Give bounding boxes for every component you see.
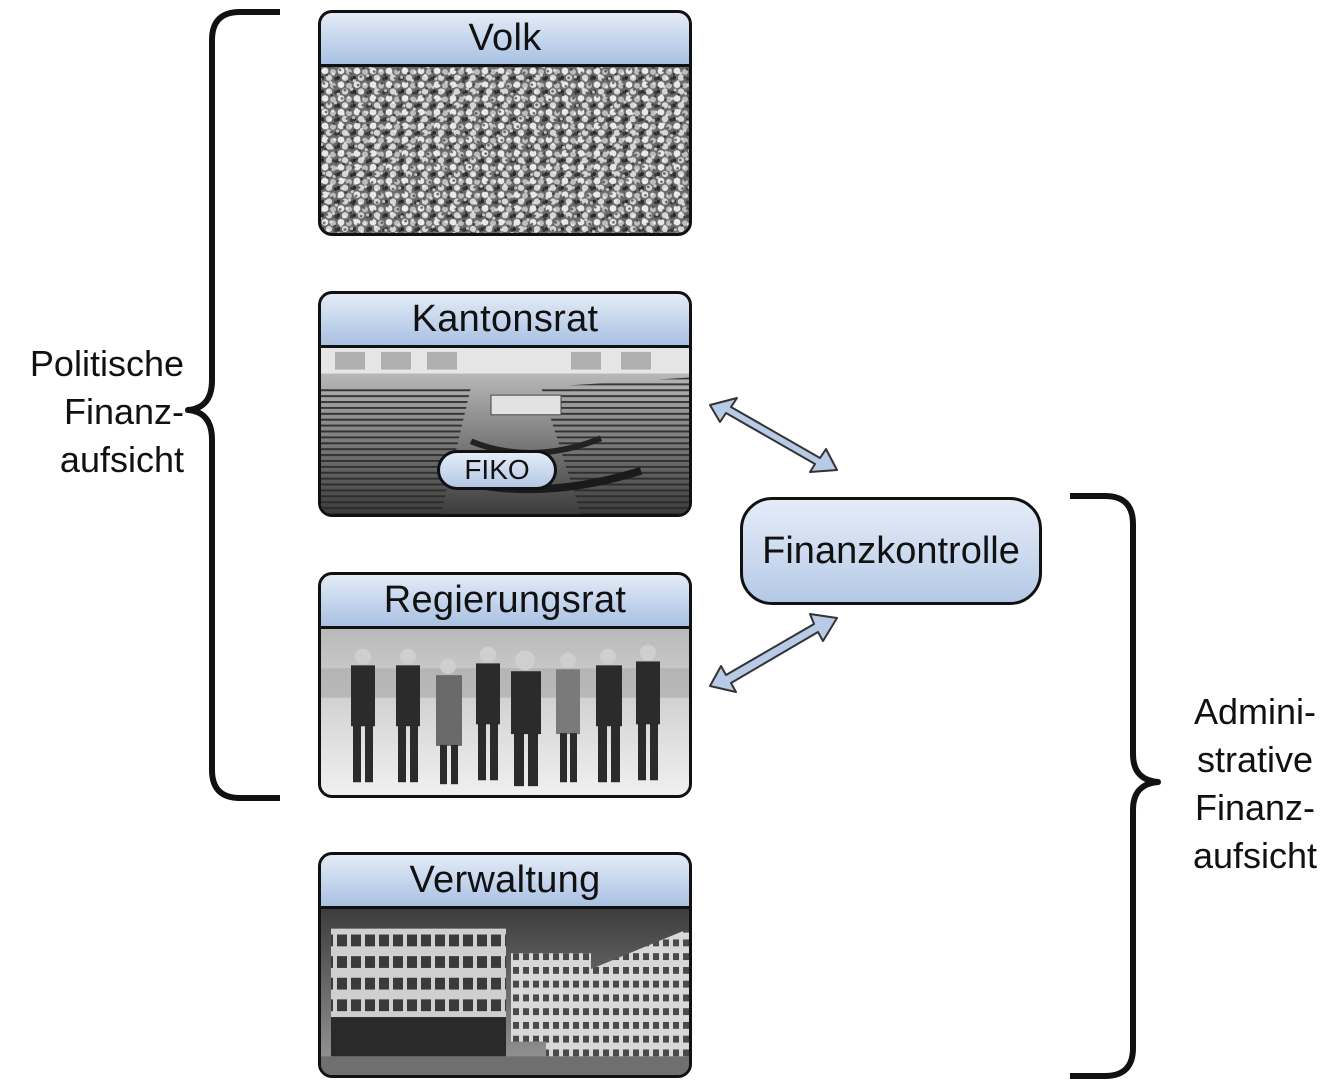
parliament-chamber-photo: FIKO <box>321 348 689 514</box>
regierungsrat-title: Regierungsrat <box>321 575 689 629</box>
administrative-oversight-line-1: Admini- <box>1193 691 1317 732</box>
fiko-badge: FIKO <box>437 450 557 490</box>
finanzkontrolle-box: Finanzkontrolle <box>740 497 1042 605</box>
verwaltung-card: Verwaltung <box>318 852 692 1078</box>
political-oversight-line-3: aufsicht <box>59 439 184 480</box>
political-oversight-line-2: Finanz- <box>63 391 184 432</box>
kantonsrat-title: Kantonsrat <box>321 294 689 348</box>
administrative-oversight-label: Admini- strative Finanz- aufsicht <box>1180 688 1330 880</box>
left-brace <box>185 9 280 801</box>
political-oversight-label: Politische Finanz- aufsicht <box>12 340 184 484</box>
right-brace <box>1070 493 1161 1079</box>
crowd-photo <box>321 67 689 233</box>
political-oversight-line-1: Politische <box>29 343 184 384</box>
volk-card: Volk <box>318 10 692 236</box>
government-group-photo <box>321 629 689 795</box>
administrative-oversight-line-2: strative <box>1196 739 1314 780</box>
kantonsrat-finanzkontrolle-arrow <box>709 397 838 473</box>
verwaltung-title: Verwaltung <box>321 855 689 909</box>
administrative-oversight-line-4: aufsicht <box>1192 835 1318 876</box>
volk-title: Volk <box>321 13 689 67</box>
regierungsrat-card: Regierungsrat <box>318 572 692 798</box>
administrative-oversight-line-3: Finanz- <box>1194 787 1316 828</box>
regierungsrat-finanzkontrolle-arrow <box>709 613 838 693</box>
kantonsrat-card: Kantonsrat FIKO <box>318 291 692 517</box>
administration-building-photo <box>321 909 689 1075</box>
